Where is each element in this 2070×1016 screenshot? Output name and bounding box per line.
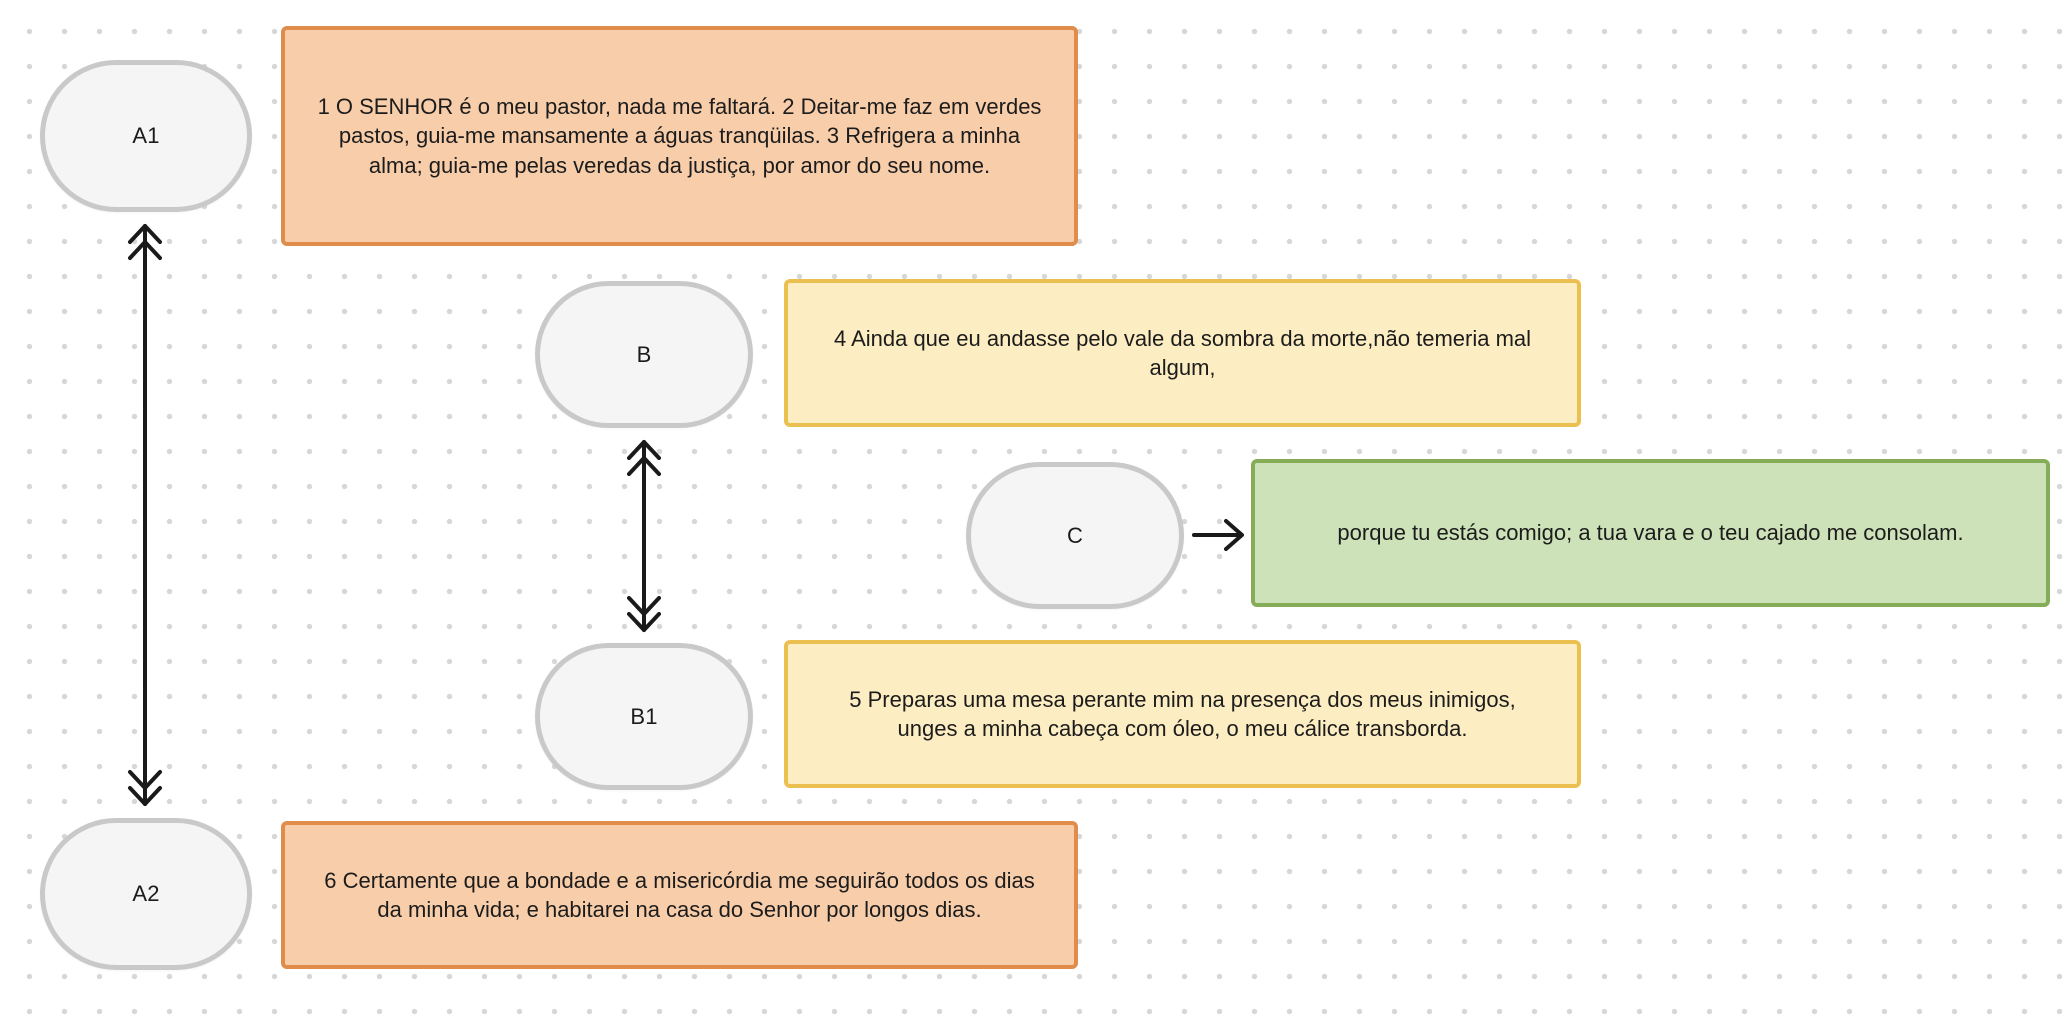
node-a2[interactable]: A2: [40, 818, 252, 970]
text-box-verse5-text: 5 Preparas uma mesa perante mim na prese…: [849, 686, 1516, 741]
text-box-verse4a[interactable]: 4 Ainda que eu andasse pelo vale da somb…: [784, 279, 1581, 427]
text-box-verse1-3[interactable]: 1 O SENHOR é o meu pastor, nada me falta…: [281, 26, 1078, 246]
node-b1-label: B1: [630, 703, 658, 729]
node-b[interactable]: B: [535, 281, 753, 428]
text-box-verse6[interactable]: 6 Certamente que a bondade e a misericór…: [281, 821, 1078, 969]
node-b1[interactable]: B1: [535, 643, 753, 790]
connector-c-box[interactable]: [1192, 519, 1244, 551]
text-box-verse4b-text: porque tu estás comigo; a tua vara e o t…: [1337, 520, 1964, 546]
connector-b-b1[interactable]: [627, 440, 661, 632]
text-box-verse6-text: 6 Certamente que a bondade e a misericór…: [324, 867, 1035, 922]
node-b-label: B: [636, 341, 652, 367]
text-box-verse4b[interactable]: porque tu estás comigo; a tua vara e o t…: [1251, 459, 2050, 607]
node-a1[interactable]: A1: [40, 60, 252, 212]
text-box-verse1-3-text: 1 O SENHOR é o meu pastor, nada me falta…: [317, 94, 1042, 178]
text-box-verse4a-text: 4 Ainda que eu andasse pelo vale da somb…: [833, 325, 1532, 380]
node-c[interactable]: C: [966, 462, 1184, 609]
node-a1-label: A1: [132, 123, 160, 148]
text-box-verse5[interactable]: 5 Preparas uma mesa perante mim na prese…: [784, 640, 1581, 788]
connector-a1-a2[interactable]: [128, 224, 162, 806]
node-a2-label: A2: [132, 881, 160, 906]
node-c-label: C: [1066, 522, 1084, 548]
